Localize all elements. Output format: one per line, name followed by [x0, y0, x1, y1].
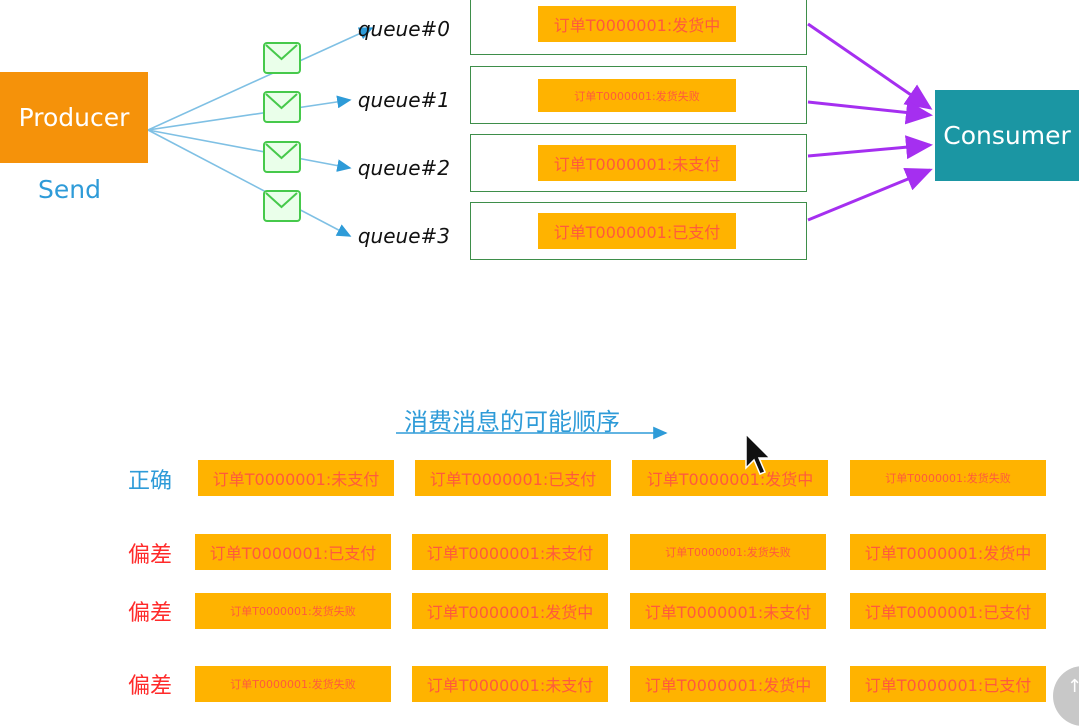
queue-1-message: 订单T0000001:发货失败	[538, 79, 736, 112]
producer-to-queue-2-arrow	[147, 129, 352, 172]
mouse-pointer-icon	[745, 432, 772, 475]
order-box: 订单T0000001:发货中	[632, 460, 828, 496]
producer-to-queue-0-arrow	[147, 27, 374, 131]
row-label-deviation: 偏差	[128, 674, 173, 699]
order-box: 订单T0000001:已支付	[415, 460, 611, 496]
order-box: 订单T0000001:未支付	[412, 666, 608, 702]
order-box: 订单T0000001:发货中	[412, 593, 608, 629]
queue-2-message: 订单T0000001:未支付	[538, 145, 736, 181]
envelope-icon	[263, 91, 301, 123]
envelope-icon	[263, 42, 301, 74]
order-box: 订单T0000001:发货失败	[630, 534, 826, 570]
queue-2-label: queue#2	[357, 156, 450, 180]
queue-1-label: queue#1	[357, 88, 450, 112]
order-box: 订单T0000001:已支付	[850, 666, 1046, 702]
producer-label: Producer	[18, 103, 130, 132]
queue-3-to-consumer-arrow	[807, 167, 933, 222]
consumer-label: Consumer	[943, 121, 1071, 150]
order-box: 订单T0000001:发货中	[630, 666, 826, 702]
producer-node: Producer	[0, 72, 148, 163]
row-label-correct: 正确	[128, 469, 173, 494]
row-label-deviation: 偏差	[128, 543, 173, 568]
order-box: 订单T0000001:未支付	[198, 460, 394, 496]
order-box: 订单T0000001:发货失败	[195, 593, 391, 629]
row-label-deviation: 偏差	[128, 601, 173, 626]
queue-1-to-consumer-arrow	[807, 100, 933, 125]
order-box: 订单T0000001:发货失败	[850, 460, 1046, 496]
send-label: Send	[38, 175, 101, 204]
order-box: 订单T0000001:未支付	[630, 593, 826, 629]
arrow-up-icon: ↑	[1067, 676, 1079, 697]
order-box: 订单T0000001:已支付	[195, 534, 391, 570]
order-box: 订单T0000001:未支付	[412, 534, 608, 570]
envelope-icon	[263, 141, 301, 173]
consumer-node: Consumer	[935, 90, 1079, 181]
queue-1-box	[470, 66, 807, 124]
queue-0-to-consumer-arrow	[807, 22, 933, 110]
envelope-icon	[263, 190, 301, 222]
queue-2-to-consumer-arrow	[807, 135, 933, 160]
order-box: 订单T0000001:发货失败	[195, 666, 391, 702]
queue-3-label: queue#3	[357, 224, 450, 248]
order-box: 订单T0000001:发货中	[850, 534, 1046, 570]
queue-0-message: 订单T0000001:发货中	[538, 6, 736, 42]
producer-to-queue-1-arrow	[147, 95, 352, 131]
section-title: 消费消息的可能顺序	[404, 408, 620, 436]
queue-0-label: queue#0	[357, 17, 450, 41]
producer-to-queue-3-arrow	[147, 129, 352, 237]
order-box: 订单T0000001:已支付	[850, 593, 1046, 629]
queue-3-message: 订单T0000001:已支付	[538, 213, 736, 249]
